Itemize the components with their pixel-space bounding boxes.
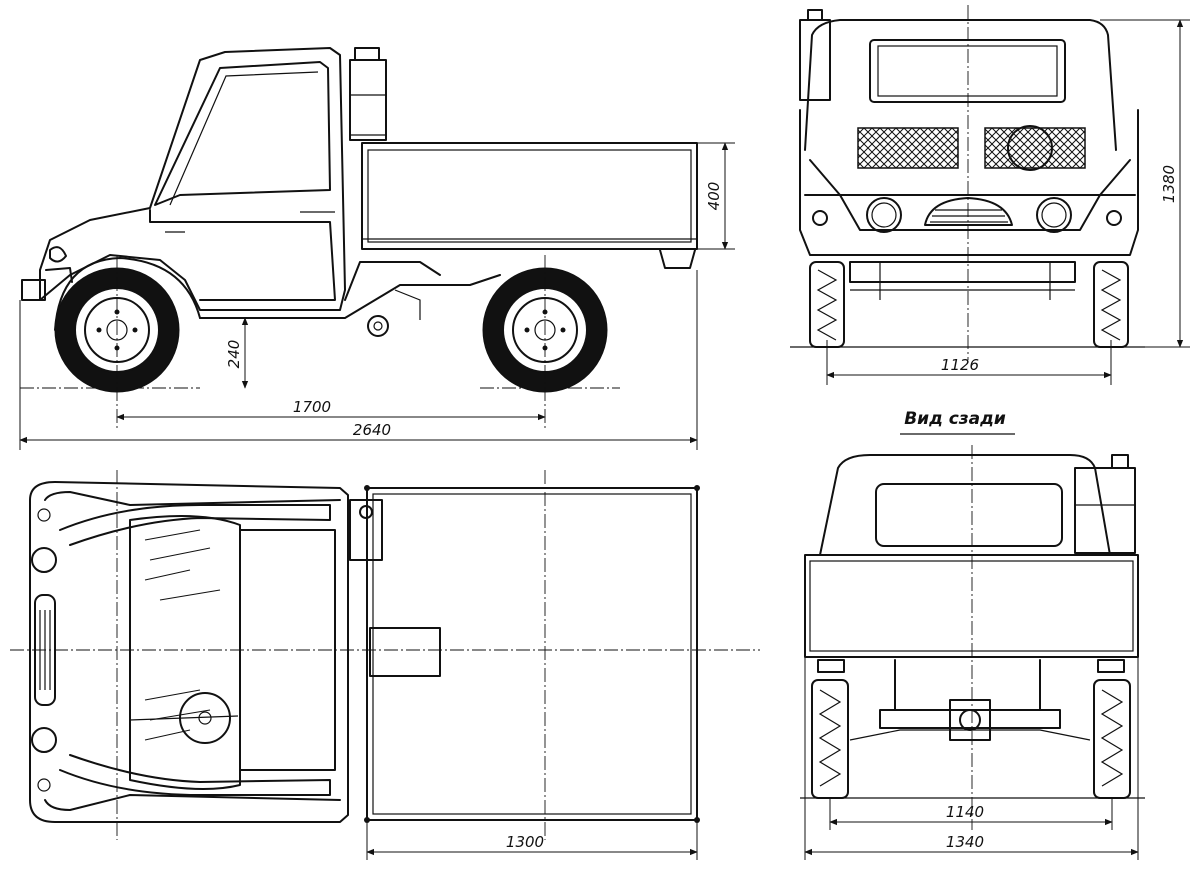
rear-right-tire xyxy=(1093,679,1131,799)
cab-window xyxy=(154,61,331,206)
front-view: 1126 1380 xyxy=(790,5,1190,385)
cab-body xyxy=(39,47,346,311)
dim-rear-track: 1140 xyxy=(946,803,984,821)
rear-left-tire xyxy=(811,679,849,799)
dim-bed-height: 400 xyxy=(705,182,723,211)
cargo-bed-side xyxy=(361,142,698,269)
dim-overall-height: 1380 xyxy=(1160,165,1178,203)
dim-overall-length: 2640 xyxy=(353,421,391,439)
dim-bed-length: 1300 xyxy=(506,833,544,851)
front-right-tire xyxy=(1093,261,1129,348)
dim-overall-width: 1340 xyxy=(946,833,984,851)
cab-door xyxy=(149,209,336,301)
fuel-canister xyxy=(349,47,387,141)
dim-ground-clearance: 240 xyxy=(225,340,243,369)
cab-top xyxy=(29,481,349,823)
dim-wheelbase: 1700 xyxy=(293,398,331,416)
front-left-tire xyxy=(809,261,845,348)
cargo-bed-top xyxy=(364,485,700,823)
top-view: 1300 xyxy=(10,470,760,860)
side-view: 1700 2640 400 240 xyxy=(19,47,735,450)
dim-front-track: 1126 xyxy=(941,356,979,374)
rear-view-label: Вид сзади xyxy=(904,409,1006,429)
rear-view: 1140 1340 xyxy=(800,445,1145,860)
